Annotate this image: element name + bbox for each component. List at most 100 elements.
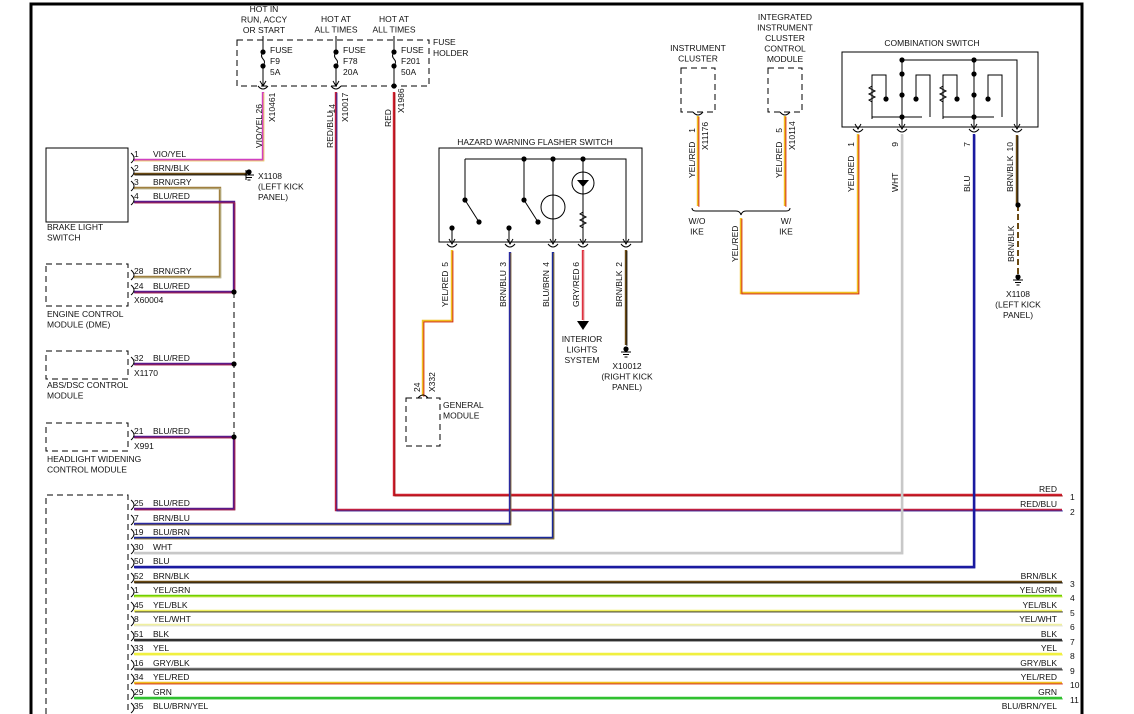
ike-module-label: INSTRUMENT — [757, 23, 813, 33]
ike-module-box — [767, 67, 803, 113]
ground-dot — [246, 169, 252, 175]
wire-label: BRN/GRY — [153, 177, 192, 187]
pin-number: 2 — [134, 163, 139, 173]
connector-pin — [130, 356, 135, 368]
ground-x1108-label: PANEL) — [1003, 310, 1033, 320]
connector-pin — [130, 702, 135, 714]
abs-dsc-module-box — [45, 350, 129, 380]
fuse-f78-power-label: ALL TIMES — [315, 25, 358, 35]
wire-blu-red-stripe — [134, 202, 236, 293]
pin-number: 35 — [134, 701, 144, 711]
pin-arrow — [970, 123, 978, 130]
wire-label: GRN — [1038, 687, 1057, 697]
wire-label: YEL/RED — [687, 142, 697, 178]
ground-x1108-label: (LEFT KICK — [258, 182, 304, 192]
wire-label: BLU — [153, 556, 170, 566]
fuse-f201-power-label: HOT AT — [379, 14, 409, 24]
wire-label: YEL/RED — [440, 271, 450, 307]
wire-brn-gry — [134, 186, 222, 279]
pin-number: 3 — [498, 262, 508, 267]
connector-pin — [130, 166, 135, 178]
wire-brn-gry-stripe — [134, 188, 222, 279]
brake-light-switch-label: BRAKE LIGHT — [47, 222, 103, 232]
instrument-cluster-label: INSTRUMENT — [670, 43, 726, 53]
wire-label: YEL/BLK — [1023, 600, 1058, 610]
fuse-f9-label: FUSE — [270, 45, 293, 55]
connector-pin — [130, 152, 135, 164]
fuse-f9-label: F9 — [270, 56, 280, 66]
wire-red-blu-ref-2 — [334, 92, 1062, 512]
wire-label: BLU/BRN — [153, 527, 190, 537]
pin-number: 1 — [134, 585, 139, 595]
reference-number: 4 — [1070, 593, 1075, 603]
fuse-f201-label: FUSE — [401, 45, 424, 55]
pin-number: 29 — [134, 687, 144, 697]
pin-number: 26 — [254, 104, 264, 114]
connector-pin — [130, 499, 135, 511]
wire-label: BLU — [962, 175, 972, 192]
wire-wht — [134, 134, 904, 555]
wire-label: BRN/BLK — [1005, 155, 1015, 192]
wire-label: YEL — [1041, 643, 1057, 653]
pin-number: 1 — [687, 128, 697, 133]
combo-contact — [915, 74, 931, 117]
fuse-f201-label: 50A — [401, 67, 416, 77]
pin-arrow — [448, 238, 456, 245]
without-ike-label: IKE — [690, 227, 704, 237]
connector-pin — [852, 128, 864, 133]
connector-pin — [130, 194, 135, 206]
indicator-led-icon — [571, 171, 595, 195]
connector-pin — [130, 528, 135, 540]
reference-number: 3 — [1070, 579, 1075, 589]
interior-lights-label: INTERIOR — [562, 334, 603, 344]
connector-id: X11176 — [700, 122, 710, 150]
components-layer — [45, 36, 1039, 714]
reference-number: 9 — [1070, 666, 1075, 676]
pin-arrow — [622, 238, 630, 245]
pin-number: 21 — [134, 426, 144, 436]
reference-number: 6 — [1070, 622, 1075, 632]
connector-pin — [1011, 128, 1023, 133]
pin-arrow — [259, 80, 267, 87]
ground-dot — [623, 346, 629, 352]
hazard-switch-box — [438, 147, 643, 243]
splice-dot — [971, 71, 977, 77]
connector-id: X60004 — [134, 295, 164, 305]
wire-blu-brn-stripe — [134, 252, 555, 540]
combo-lever-icon — [871, 74, 887, 119]
pin-number: 2 — [614, 262, 624, 267]
fuse-f9-power-label: RUN, ACCY — [241, 15, 288, 25]
switch-contact — [913, 96, 919, 102]
wire-label: BLU/BRN/YEL — [1002, 701, 1058, 711]
connector-id: X10114 — [787, 121, 797, 150]
fuse-f9-label: 5A — [270, 67, 281, 77]
wire-label: BLU/RED — [153, 426, 190, 436]
wire-label: BLU/RED — [153, 191, 190, 201]
switch-blade-icon — [464, 199, 480, 223]
wire-label: VIO/YEL — [254, 115, 264, 148]
with-ike-label: W/ — [781, 216, 792, 226]
wire-label: YEL/GRN — [153, 585, 190, 595]
switch-contact — [883, 96, 889, 102]
pin-number: 3 — [134, 177, 139, 187]
wire-blu-red — [134, 200, 236, 292]
connector-pin — [968, 128, 980, 133]
connector-pin — [130, 543, 135, 555]
brake-light-switch-label: SWITCH — [47, 233, 81, 243]
wire-label: YEL/WHT — [153, 614, 191, 624]
flasher-relay-icon — [540, 194, 566, 220]
connector-pin — [130, 615, 135, 627]
fuse-f78-power-label: HOT AT — [321, 14, 351, 24]
splice-dot — [231, 434, 237, 440]
pin-number: 16 — [134, 658, 144, 668]
combo-contact — [987, 74, 1003, 117]
wire-label: BRN/BLK — [614, 270, 624, 307]
hazard-internal-bus — [465, 158, 627, 242]
pin-arrow — [579, 238, 587, 245]
pin-arrow — [506, 238, 514, 245]
wire-red-blu-ref-2-stripe — [336, 92, 1063, 512]
pin-number: 30 — [134, 542, 144, 552]
wire-blu-red-bottom — [134, 437, 236, 511]
wire-label: GRY/BLK — [153, 658, 190, 668]
